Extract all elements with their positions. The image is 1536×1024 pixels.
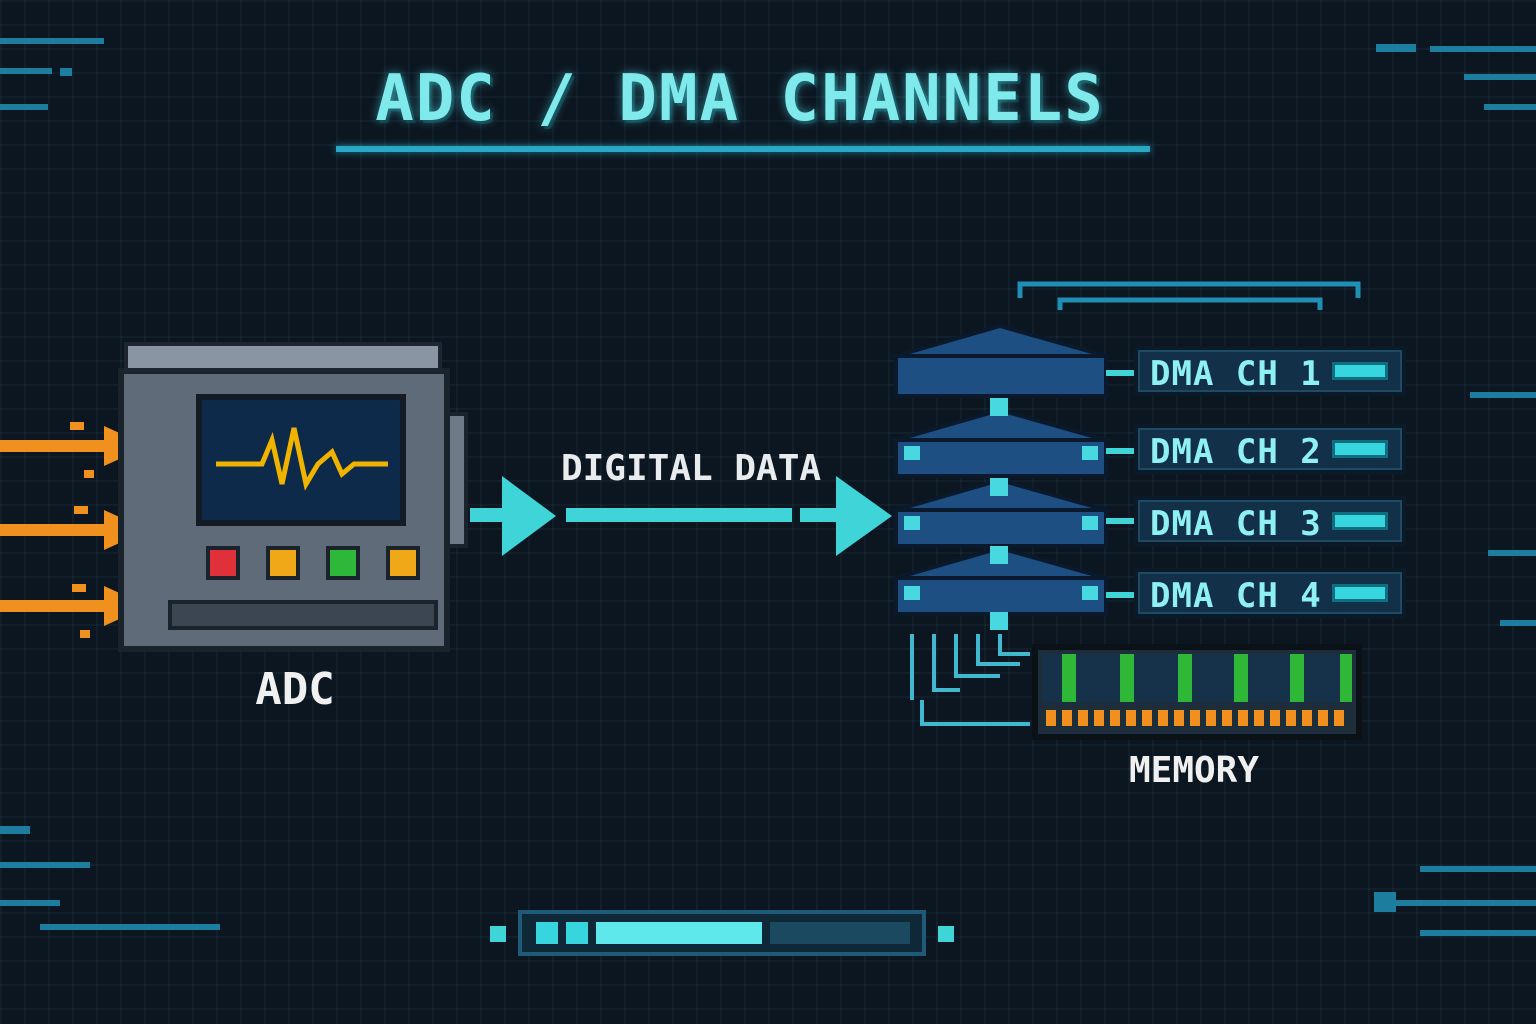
memory-chips — [1042, 654, 1352, 726]
green-indicator-light — [326, 546, 360, 580]
flow-arrow — [470, 476, 892, 556]
title-underline — [336, 146, 1150, 152]
page-title: ADC / DMA CHANNELS — [375, 62, 1105, 136]
chip-to-memory-lines — [910, 634, 1030, 726]
digital-data-label: DIGITAL DATA — [560, 448, 822, 489]
memory-label: MEMORY — [1128, 750, 1260, 791]
adc-top-panel — [124, 342, 442, 372]
adc-screen — [196, 394, 406, 526]
dma-channel-label: DMA CH 2 — [1150, 432, 1322, 472]
chip-to-channel-lines — [1106, 370, 1136, 598]
adc-label: ADC — [255, 664, 335, 715]
orange-indicator-light — [386, 546, 420, 580]
bottom-progress-bar — [490, 910, 954, 956]
channel-indicator — [1332, 440, 1388, 458]
dma-channel-label: DMA CH 4 — [1150, 576, 1322, 616]
dma-channel-2: DMA CH 2 — [1134, 424, 1406, 474]
ram-module-icon — [1032, 644, 1362, 740]
stacked-chip-icon — [888, 323, 1114, 630]
channel-indicator — [1332, 512, 1388, 530]
dma-channel-3: DMA CH 3 — [1134, 496, 1406, 546]
channel-indicator — [1332, 362, 1388, 380]
dma-channel-label: DMA CH 3 — [1150, 504, 1322, 544]
red-indicator-light — [206, 546, 240, 580]
yellow-indicator-light — [266, 546, 300, 580]
top-right-bracket — [1017, 281, 1361, 310]
dma-channel-label: DMA CH 1 — [1150, 354, 1322, 394]
input-arrows — [0, 422, 148, 638]
dma-channel-1: DMA CH 1 — [1134, 346, 1406, 396]
adc-status-strip — [168, 600, 438, 630]
adc-side-vent — [446, 412, 468, 548]
dma-channel-4: DMA CH 4 — [1134, 568, 1406, 618]
corner-circuit-lines — [0, 38, 1536, 936]
channel-indicator — [1332, 584, 1388, 602]
waveform-icon — [216, 427, 388, 491]
